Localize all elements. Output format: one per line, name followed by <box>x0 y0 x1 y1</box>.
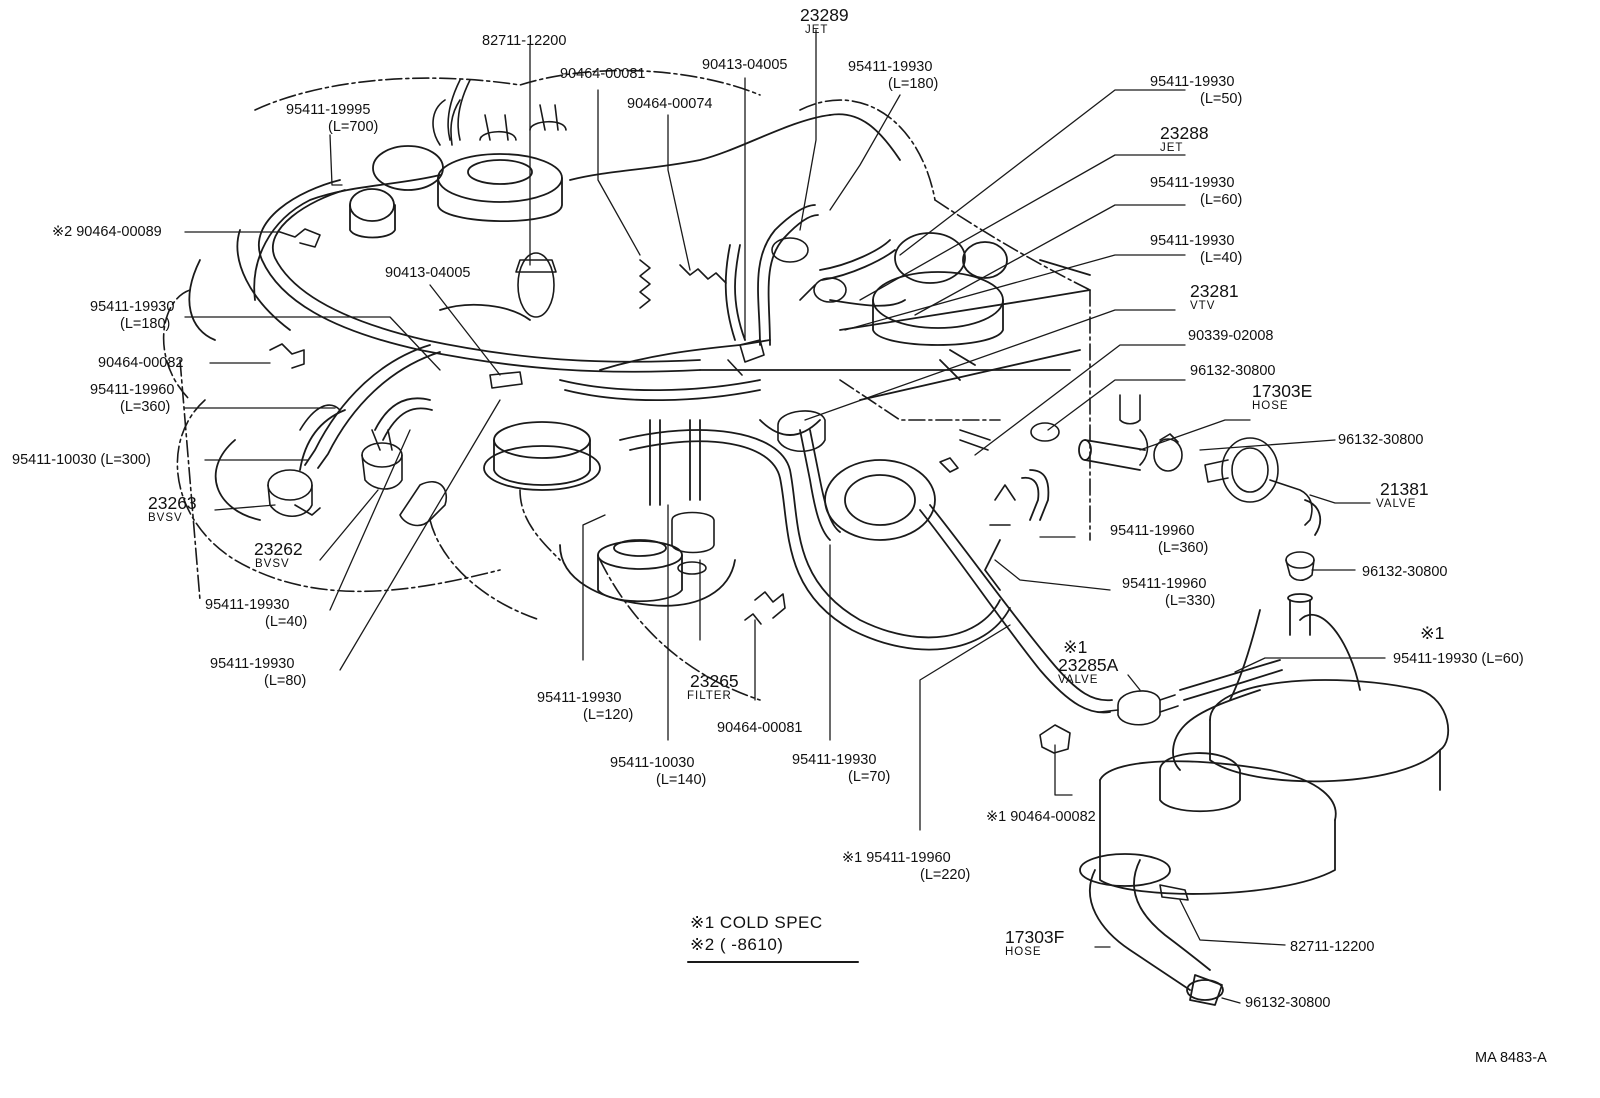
callout-95411-19930-60-top: 95411-19930 <box>1150 175 1235 191</box>
callout-95411-19930-40-left: 95411-19930 <box>205 597 290 613</box>
callout-95411-19930-40-left-length: (L=40) <box>265 614 308 630</box>
callout-95411-19930-180-left: 95411-19930 <box>90 299 175 315</box>
callout-96132-30800-d: 96132-30800 <box>1245 995 1331 1011</box>
callout-95411-19995: 95411-19995 <box>286 102 371 118</box>
vacuum-hoses <box>236 179 1322 771</box>
callout-95411-19930-60-right: 95411-19930 (L=60) <box>1393 651 1524 667</box>
callout-95411-19930-70-length: (L=70) <box>848 769 891 785</box>
callout-23289-desc: JET <box>805 24 829 36</box>
callout-23289: 23289 <box>800 5 849 25</box>
callout-95411-19960-360-right-length: (L=360) <box>1158 540 1209 556</box>
callout-95411-19930-40-top: 95411-19930 <box>1150 233 1235 249</box>
callout-23262-desc: BVSV <box>255 558 290 570</box>
callout-21381-desc: VALVE <box>1376 498 1417 510</box>
callout-23265-desc: FILTER <box>687 690 732 702</box>
callout-95411-19930-80-length: (L=80) <box>264 673 307 689</box>
callout-95411-19930-70: 95411-19930 <box>792 752 877 768</box>
callout-96132-30800-a: 96132-30800 <box>1190 363 1276 379</box>
callout-95411-19930-80: 95411-19930 <box>210 656 295 672</box>
callout-17303E: 17303E <box>1252 381 1313 401</box>
callout-90339-02008: 90339-02008 <box>1188 328 1274 344</box>
callout-17303F: 17303F <box>1005 927 1065 947</box>
callout-95411-19960-360-left-length: (L=360) <box>120 399 171 415</box>
diagram-reference-code: MA 8483-A <box>1475 1050 1547 1066</box>
callout-23288: 23288 <box>1160 123 1209 143</box>
callout-95411-19960-330: 95411-19960 <box>1122 576 1207 592</box>
callout-95411-19960-360-right: 95411-19960 <box>1110 523 1195 539</box>
engine-body <box>188 113 1091 607</box>
callout-95411-19930-120-length: (L=120) <box>583 707 634 723</box>
callout-90464-00081-bottom: 90464-00081 <box>717 720 803 736</box>
callout-95411-19930-40-top-length: (L=40) <box>1200 250 1243 266</box>
legend-note1-cold-spec: ※1 COLD SPEC <box>690 913 823 932</box>
callout-23262: 23262 <box>254 539 303 559</box>
hose-17303F <box>1079 853 1224 1006</box>
callout-cold-spec-mark-right: ※1 <box>1420 623 1445 643</box>
callout-95411-19960-360-left: 95411-19960 <box>90 382 175 398</box>
callout-95411-10030-140: 95411-10030 <box>610 755 695 771</box>
callout-82711-12200-bottom: 82711-12200 <box>1290 939 1375 955</box>
callout-23285A: 23285A <box>1058 655 1119 675</box>
callout-23265: 23265 <box>690 671 739 691</box>
callout-95411-19930-50: 95411-19930 <box>1150 74 1235 90</box>
callout-96132-30800-b: 96132-30800 <box>1338 432 1424 448</box>
callout-95411-19930-120: 95411-19930 <box>537 690 622 706</box>
callout-95411-19930-50-length: (L=50) <box>1200 91 1243 107</box>
callout-23281: 23281 <box>1190 281 1239 301</box>
callout-95411-10030-140-length: (L=140) <box>656 772 707 788</box>
callout-90413-04005-top: 90413-04005 <box>702 57 788 73</box>
callout-note1-95411-19960: ※1 95411-19960 <box>842 850 951 866</box>
vacuum-canisters <box>349 145 1008 603</box>
callout-23263: 23263 <box>148 493 197 513</box>
callout-17303E-desc: HOSE <box>1252 400 1289 412</box>
callout-90413-04005-mid: 90413-04005 <box>385 265 471 281</box>
callout-95411-10030-300: 95411-10030 (L=300) <box>12 452 151 468</box>
callout-17303F-desc: HOSE <box>1005 946 1042 958</box>
legend-note2-production-range: ※2 ( -8610) <box>690 935 784 954</box>
air-cleaner <box>1099 593 1449 895</box>
fittings-and-clamps <box>267 79 1315 901</box>
callout-95411-19930-60-top-length: (L=60) <box>1200 192 1243 208</box>
callout-23285A-desc: VALVE <box>1058 674 1099 686</box>
callout-23288-desc: JET <box>1160 142 1184 154</box>
callout-23281-desc: VTV <box>1190 300 1216 312</box>
callout-90464-00074: 90464-00074 <box>627 96 713 112</box>
callout-95411-19930-180-top-length: (L=180) <box>888 76 939 92</box>
callout-96132-30800-c: 96132-30800 <box>1362 564 1448 580</box>
callout-82711-12200-top: 82711-12200 <box>482 33 567 49</box>
callout-23263-desc: BVSV <box>148 512 183 524</box>
callout-note2-90464-00089: ※2 90464-00089 <box>52 224 162 240</box>
callout-note1-95411-19960-length: (L=220) <box>920 867 971 883</box>
callout-95411-19960-330-length: (L=330) <box>1165 593 1216 609</box>
callout-cold-spec-mark-valve: ※1 <box>1063 637 1088 657</box>
leader-lines <box>184 29 1386 1004</box>
callout-90464-00081-top: 90464-00081 <box>560 66 646 82</box>
engine-outline <box>162 69 1091 701</box>
callout-95411-19930-180-left-length: (L=180) <box>120 316 171 332</box>
callout-90464-00082-left: 90464-00082 <box>98 355 184 371</box>
callout-95411-19995-length: (L=700) <box>328 119 379 135</box>
callout-21381: 21381 <box>1380 479 1429 499</box>
callout-note1-90464-00082: ※1 90464-00082 <box>986 809 1096 825</box>
callout-95411-19930-180-top: 95411-19930 <box>848 59 933 75</box>
